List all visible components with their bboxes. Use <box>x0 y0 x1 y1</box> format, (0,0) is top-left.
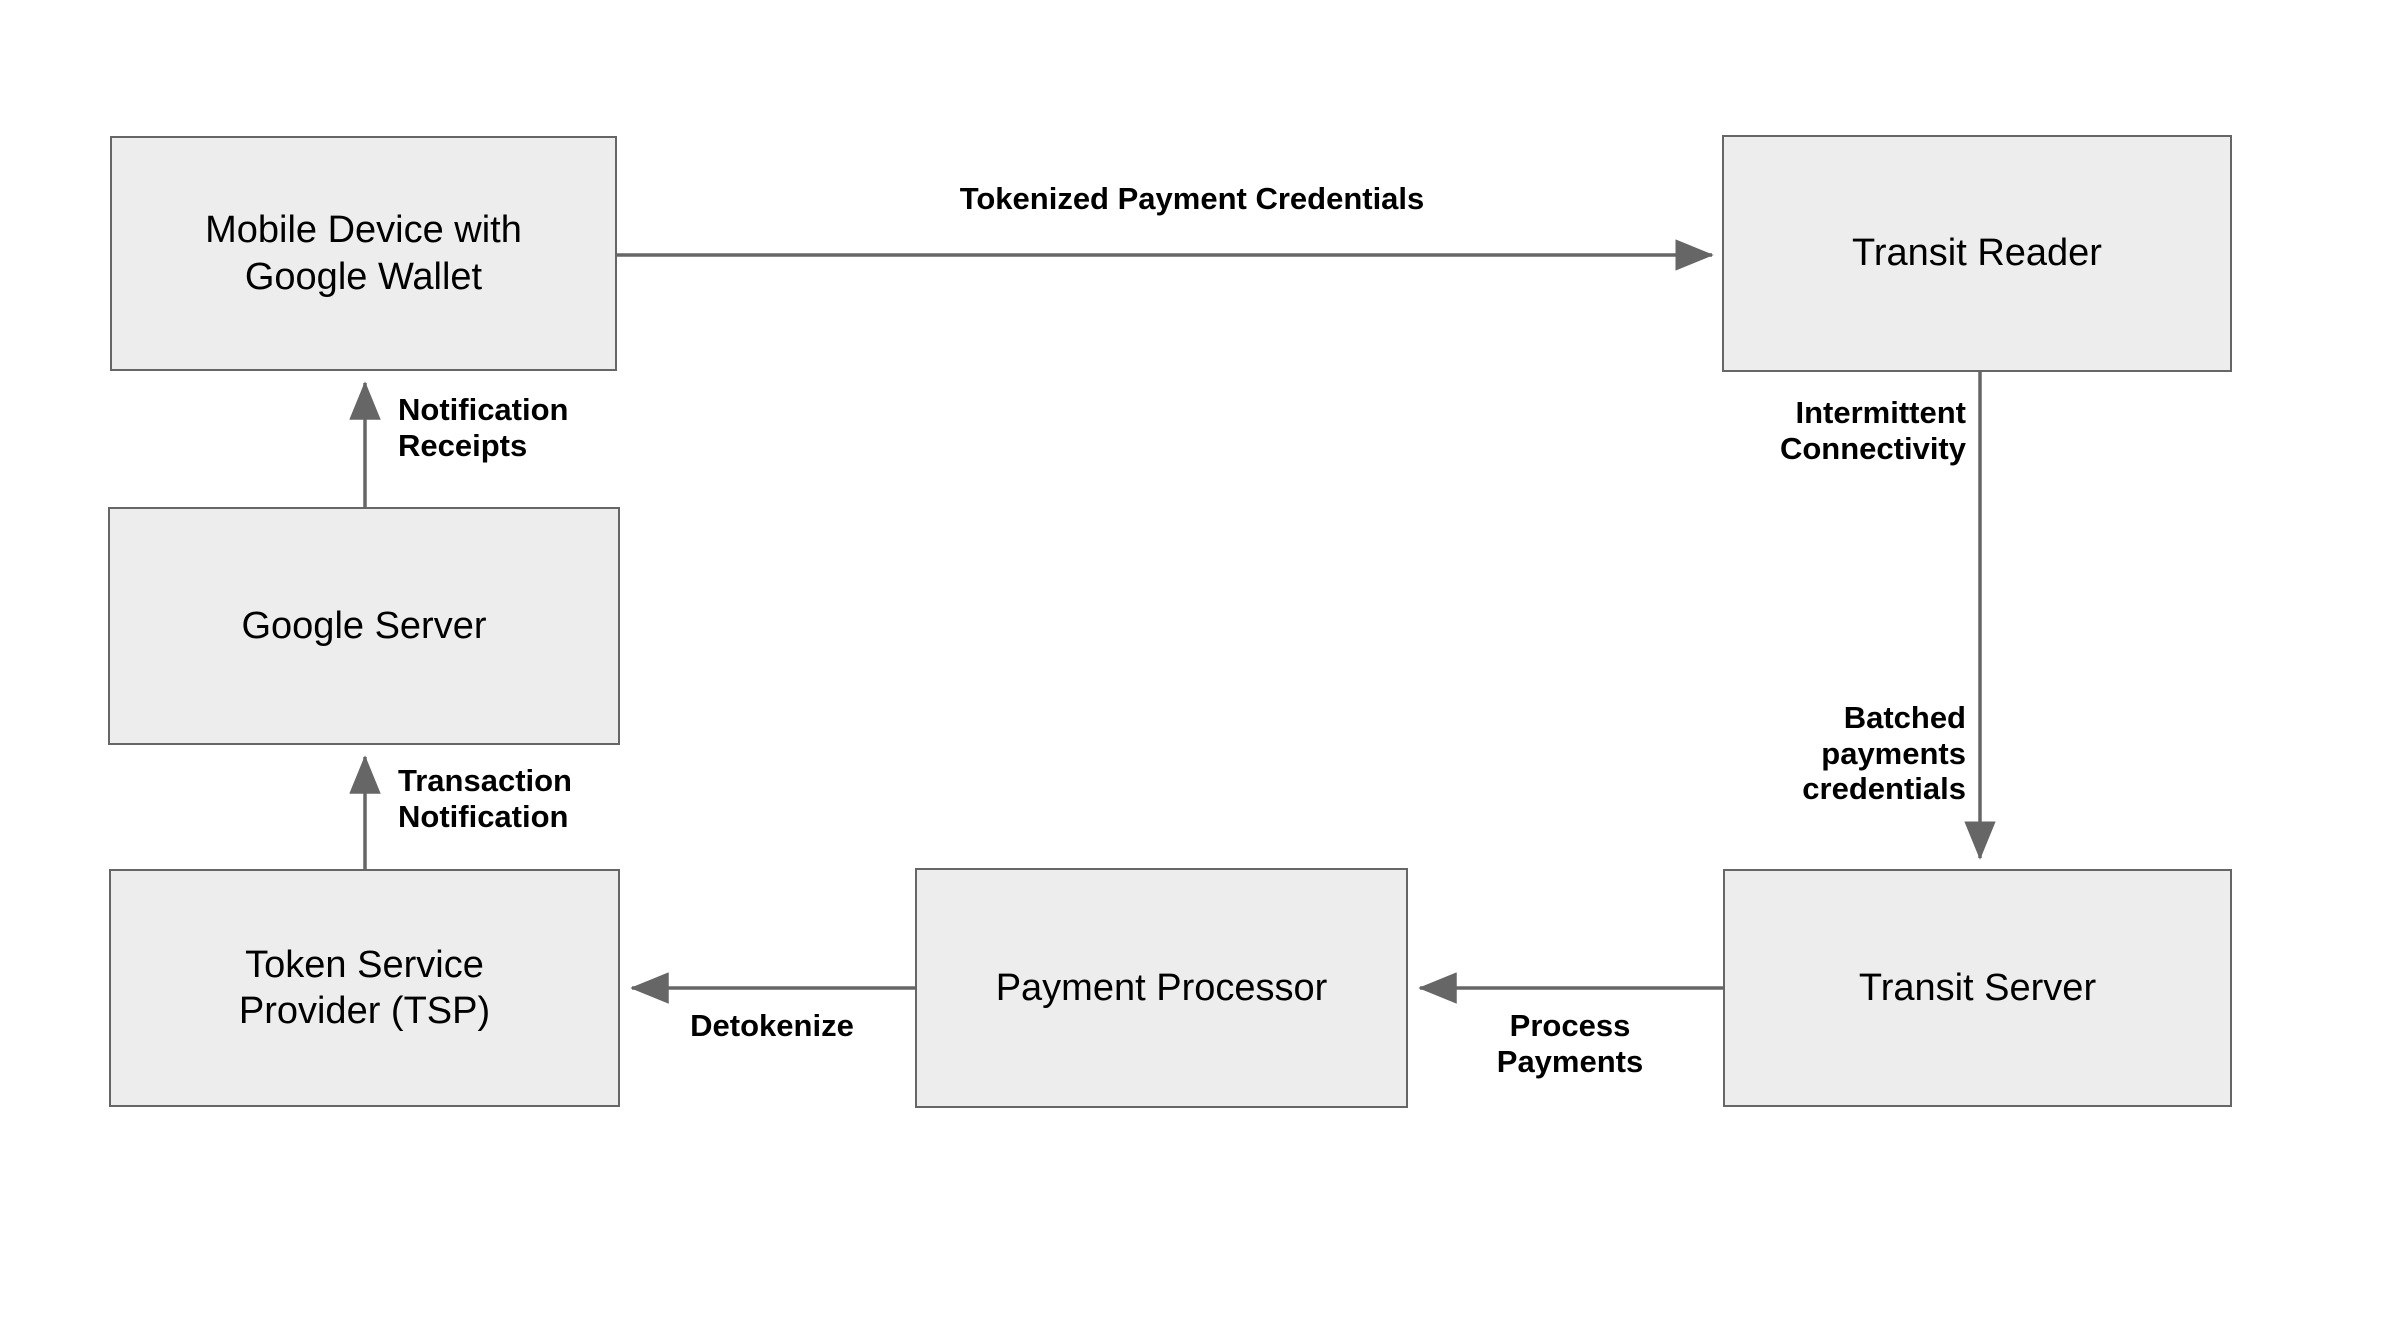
node-transit-server[interactable]: Transit Server <box>1723 869 2232 1107</box>
edge-label-batched-payments-credentials: Batched payments credentials <box>1802 700 1966 807</box>
node-mobile-device[interactable]: Mobile Device with Google Wallet <box>110 136 617 371</box>
edge-label-transaction-notification: Transaction Notification <box>398 763 572 834</box>
node-mobile-device-label: Mobile Device with Google Wallet <box>205 209 522 298</box>
node-google-server[interactable]: Google Server <box>108 507 620 745</box>
node-transit-reader-label: Transit Reader <box>1852 232 2102 275</box>
node-transit-server-label: Transit Server <box>1858 966 2097 1009</box>
node-transit-reader[interactable]: Transit Reader <box>1722 135 2232 372</box>
edge-label-tokenized-payment-credentials: Tokenized Payment Credentials <box>959 181 1425 216</box>
node-google-server-label: Google Server <box>241 604 487 647</box>
edge-label-process-payments: Process Payments <box>1496 1008 1644 1079</box>
edge-label-notification-receipts: Notification Receipts <box>398 392 569 463</box>
edge-label-intermittent-connectivity: Intermittent Connectivity <box>1779 395 1966 466</box>
node-token-service-provider[interactable]: Token Service Provider (TSP) <box>109 869 620 1107</box>
node-payment-processor[interactable]: Payment Processor <box>915 868 1408 1108</box>
edge-label-detokenize: Detokenize <box>690 1008 854 1043</box>
node-token-service-provider-label: Token Service Provider (TSP) <box>238 943 491 1032</box>
node-payment-processor-label: Payment Processor <box>995 966 1328 1009</box>
